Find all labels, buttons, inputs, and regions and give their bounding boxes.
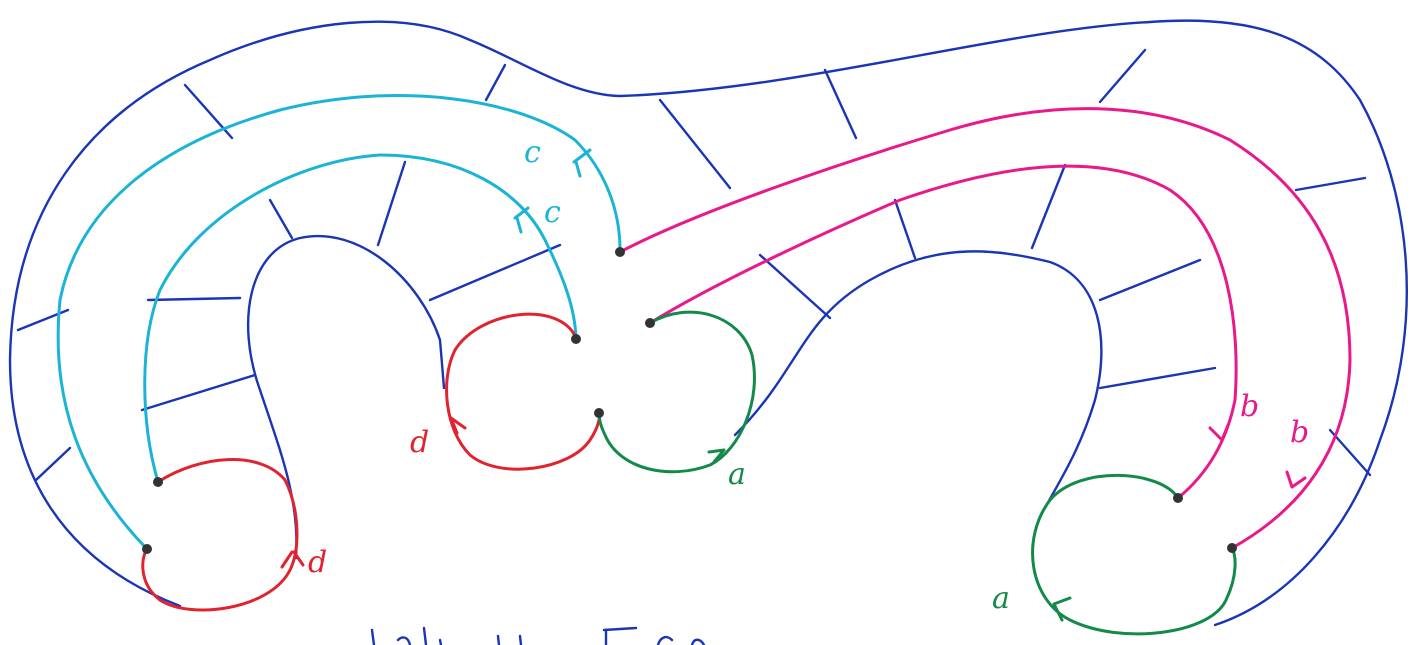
b-arc-inner	[648, 164, 1238, 500]
label-b-outer: b	[1290, 415, 1309, 450]
label-a-right: a	[992, 581, 1010, 616]
vertex-dot	[153, 477, 163, 487]
right-inner-boundary	[733, 250, 1103, 510]
handwriting-stroke	[496, 634, 501, 645]
handwriting-stroke	[370, 628, 376, 645]
arrowhead-c-outer	[572, 148, 592, 178]
arrowhead-b-outer	[1285, 470, 1307, 489]
rung	[484, 63, 507, 102]
vertex-dot	[645, 318, 655, 328]
b-arc-outer	[618, 107, 1352, 550]
rung	[268, 198, 294, 240]
vertex-dot	[142, 544, 152, 554]
vertex-dot	[1227, 543, 1237, 553]
vertex-dot	[594, 408, 604, 418]
rung	[16, 308, 70, 332]
rung	[428, 243, 562, 302]
arrowhead-c-inner	[513, 206, 530, 234]
handwriting-stroke	[438, 638, 443, 645]
rung	[1098, 48, 1147, 104]
arrowhead-a-center	[707, 448, 726, 464]
rung	[823, 68, 858, 140]
c-arc-outer	[56, 94, 622, 551]
label-c-outer: c	[524, 135, 541, 170]
label-c-inner: c	[544, 195, 561, 230]
handwriting-stroke	[656, 635, 674, 645]
a-loop-center	[597, 310, 756, 474]
rung	[758, 253, 832, 320]
rung	[140, 373, 257, 412]
c-arc-inner	[143, 153, 578, 484]
vertex-dot	[571, 334, 581, 344]
rung	[1328, 428, 1372, 477]
rung	[34, 446, 72, 482]
label-d-center: d	[410, 425, 429, 460]
arrowhead-d-center	[449, 416, 467, 435]
a-loop-right	[1031, 473, 1237, 636]
d-loop-left	[141, 458, 299, 612]
arrowhead-d-left	[280, 550, 305, 569]
rung	[183, 83, 234, 140]
arrowhead-b-inner	[1208, 423, 1230, 442]
rung	[1294, 176, 1367, 192]
label-a-center: a	[728, 457, 746, 492]
rung	[146, 296, 242, 302]
handwriting-stroke	[518, 634, 523, 645]
rung	[658, 98, 732, 190]
outer-boundary	[8, 19, 1408, 627]
d-loop-center	[445, 312, 601, 471]
vertex-dot	[615, 247, 625, 257]
vertices	[142, 247, 1237, 554]
handwriting-stroke	[690, 638, 706, 645]
vertex-dot	[1173, 493, 1183, 503]
arrowhead-a-right	[1052, 596, 1072, 622]
rung	[1098, 366, 1217, 390]
label-d-left: d	[308, 545, 327, 580]
handwriting-stroke	[602, 626, 638, 645]
handwriting-stroke	[422, 626, 428, 645]
rung	[1030, 163, 1067, 250]
rung	[1098, 258, 1202, 302]
left-inner-boundary	[246, 235, 446, 560]
surface-outline	[8, 19, 1408, 627]
handwriting-fragment	[370, 626, 706, 645]
ribbon-rungs	[16, 48, 1372, 482]
rung	[893, 198, 917, 260]
label-b-inner: b	[1240, 389, 1259, 424]
handwriting-stroke	[396, 636, 412, 645]
rung	[376, 160, 407, 247]
